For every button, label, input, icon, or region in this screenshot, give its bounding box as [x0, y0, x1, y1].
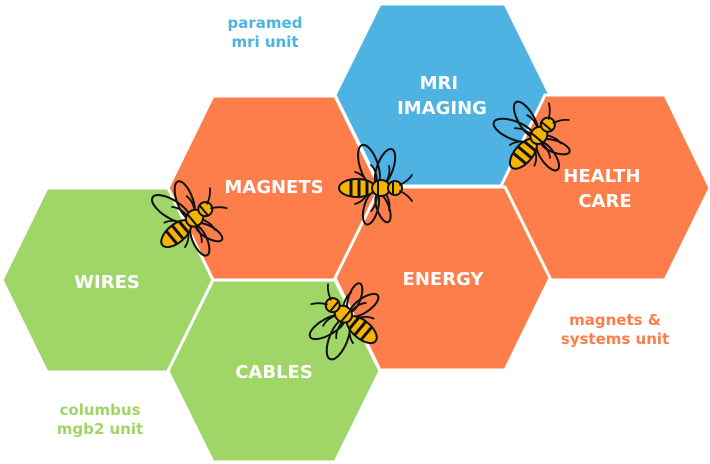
unit-label-columbus: columbus mgb2 unit: [35, 401, 165, 439]
hex-cables: [166, 278, 382, 464]
hex-label-magnets: MAGNETS: [224, 177, 323, 198]
unit-line: mri unit: [231, 33, 299, 51]
hex-label-energy: ENERGY: [403, 269, 485, 290]
unit-label-magnets-systems: magnets & systems unit: [545, 311, 685, 349]
unit-line: mgb2 unit: [56, 420, 144, 438]
unit-line: columbus: [59, 401, 141, 419]
hex-label-mri: MRI IMAGING: [397, 73, 487, 119]
hex-label-wires: WIRES: [74, 272, 140, 293]
unit-line: systems unit: [560, 330, 670, 348]
hex-label-cables: CABLES: [235, 362, 313, 383]
unit-line: magnets &: [569, 311, 661, 329]
unit-label-paramed: paramed mri unit: [200, 14, 330, 52]
unit-line: paramed: [227, 14, 303, 32]
hex-label-health-care: HEALTH CARE: [563, 166, 646, 212]
